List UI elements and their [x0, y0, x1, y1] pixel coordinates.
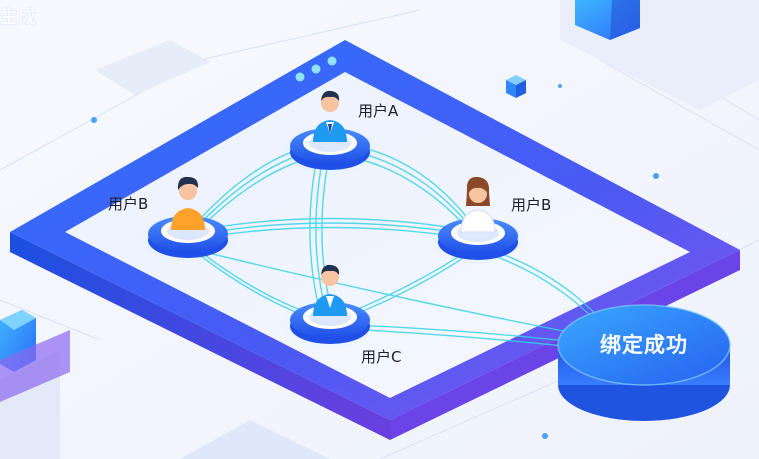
user-node-b-left[interactable] [140, 176, 236, 263]
cube-small [506, 75, 526, 98]
platform [10, 40, 740, 440]
watermark-text: 生成 [0, 7, 36, 28]
avatar-c [313, 264, 347, 316]
user-label-b-right: 用户B [511, 196, 552, 214]
user-node-a[interactable] [282, 90, 378, 175]
user-label-c: 用户C [361, 348, 402, 366]
avatar-a [313, 90, 347, 142]
avatar-b-left [171, 176, 205, 230]
user-node-b-right[interactable] [430, 176, 526, 265]
cube-top-right [575, 0, 640, 40]
user-label-a: 用户A [358, 102, 399, 120]
bind-success-button[interactable] [557, 304, 731, 421]
background-dots [91, 84, 659, 439]
left-panel-purple [0, 330, 70, 402]
avatar-b-right [460, 176, 496, 233]
user-node-c[interactable] [282, 264, 378, 349]
user-label-b-left: 用户B [108, 195, 149, 213]
